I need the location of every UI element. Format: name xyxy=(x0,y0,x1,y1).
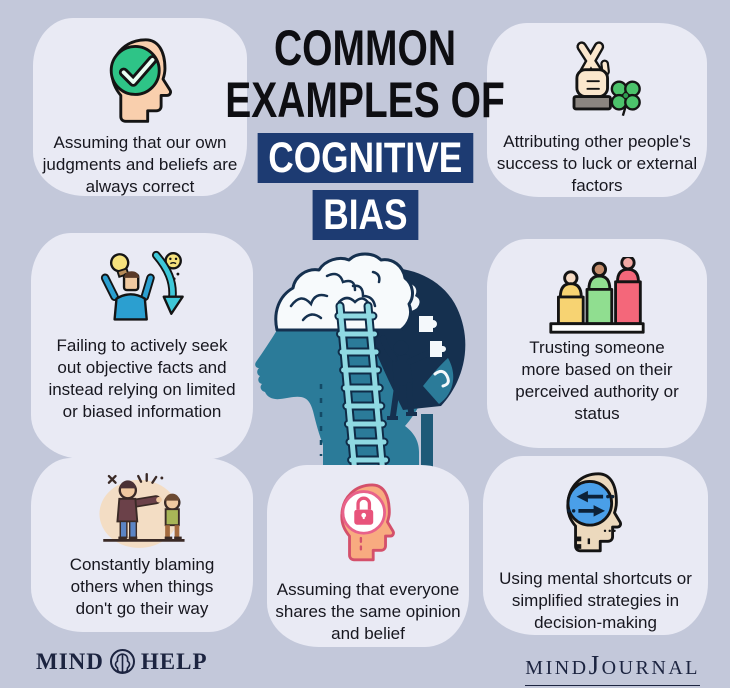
card-text: Failing to actively seek out objective f… xyxy=(48,336,236,422)
title-line-1: COMMON xyxy=(274,20,456,76)
card-blaming-others: Constantly blaming others when things do… xyxy=(31,458,253,632)
status-podium-icon xyxy=(549,257,645,334)
head-check-icon xyxy=(109,38,172,123)
title-highlight-bias: BIAS xyxy=(312,190,418,241)
crossed-fingers-clover-icon xyxy=(572,41,641,117)
locked-mind-icon xyxy=(340,483,395,562)
mental-shortcut-icon xyxy=(566,472,622,553)
climbing-man xyxy=(380,335,434,420)
title-line-2: EXAMPLES OF xyxy=(225,72,505,128)
card-text: Trusting someone more based on their per… xyxy=(515,338,679,424)
mind-help-logo: MIND HELP xyxy=(36,648,208,675)
card-mental-shortcuts: Using mental shortcuts or simplified str… xyxy=(483,456,708,635)
card-text: Constantly blaming others when things do… xyxy=(69,555,215,619)
mind-help-logo-text-1: MIND xyxy=(36,648,104,674)
card-text: Attributing other people's success to lu… xyxy=(496,132,698,196)
blaming-others-icon xyxy=(99,473,185,548)
card-authority-trust: Trusting someone more based on their per… xyxy=(487,239,707,448)
title-block: COMMON EXAMPLES OF COGNITIVE BIAS xyxy=(0,20,730,241)
card-false-consensus: Assuming that everyone shares the same o… xyxy=(267,465,469,647)
brain-emblem-icon xyxy=(109,649,135,674)
card-text: Assuming that everyone shares the same o… xyxy=(275,580,461,644)
mindjournal-logo-initial: J xyxy=(588,650,602,680)
title-highlight-cognitive: COGNITIVE xyxy=(257,133,473,184)
card-text: Using mental shortcuts or simplified str… xyxy=(499,569,692,633)
clover xyxy=(610,80,641,117)
mindjournal-logo-text-1: MIND xyxy=(525,657,589,679)
head-brain-puzzle-ladder-illustration xyxy=(255,252,466,476)
card-luck-attribution: Attributing other people's success to lu… xyxy=(487,23,707,197)
mind-help-logo-text-2: HELP xyxy=(140,648,208,674)
card-always-correct: Assuming that our own judgments and beli… xyxy=(33,18,247,196)
card-biased-information: Failing to actively seek out objective f… xyxy=(31,233,253,459)
card-text: Assuming that our own judgments and beli… xyxy=(42,133,238,197)
mindjournal-logo-text-2: OURNAL xyxy=(601,657,700,679)
rejecting-ideas-icon xyxy=(100,250,184,321)
